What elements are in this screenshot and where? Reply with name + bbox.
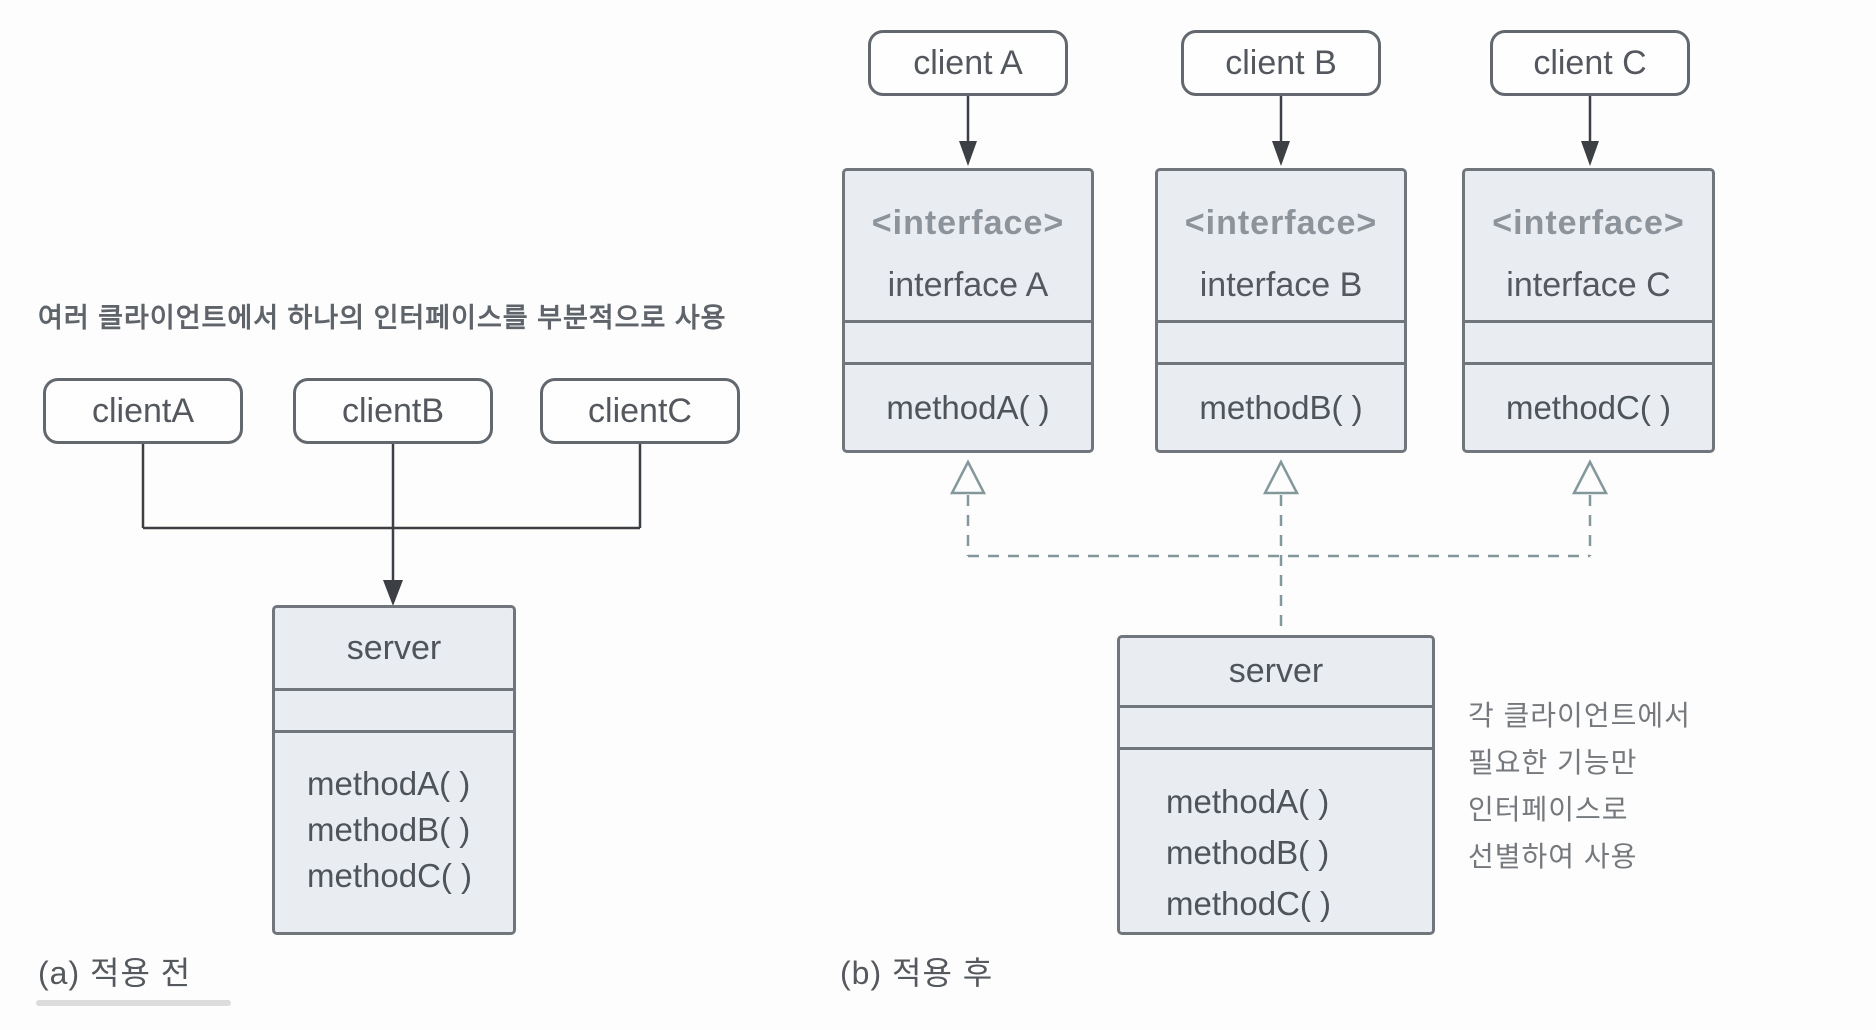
interface-a-name: interface A (887, 266, 1049, 304)
interface-c-class: <interface> interface C methodC( ) (1462, 168, 1715, 453)
server-class-before-name: server (346, 628, 442, 667)
client-c-node-after: client C (1490, 30, 1690, 96)
interface-b-stereotype: <interface> (1184, 204, 1378, 242)
right-arrowhead-icons (959, 141, 1599, 166)
interface-b-methods: methodB( ) (1158, 365, 1404, 450)
client-b-label: clientB (341, 391, 445, 430)
left-arrowhead-icon (383, 580, 403, 606)
right-annotation-line-2: 필요한 기능만 (1468, 747, 1638, 778)
cropped-artifact-line (36, 1000, 231, 1006)
interface-a-stereotype: <interface> (871, 204, 1065, 242)
interface-c-name: interface C (1506, 266, 1671, 304)
left-merge-connector (141, 444, 642, 586)
client-a-label-after: client A (913, 43, 1023, 82)
client-c-label: clientC (588, 391, 692, 430)
method-a-label-after: methodA( ) (1166, 783, 1330, 820)
server-class-after-name: server (1228, 652, 1324, 690)
client-c-node-before: clientC (540, 378, 740, 444)
interface-c-methods: methodC( ) (1465, 365, 1712, 450)
interface-b-header: <interface> interface B (1158, 171, 1404, 323)
server-class-after-header: server (1120, 638, 1432, 708)
dashed-realization-lines (966, 495, 1592, 633)
client-c-label-after: client C (1533, 43, 1647, 82)
client-b-node-after: client B (1181, 30, 1381, 96)
interface-b-class: <interface> interface B methodB( ) (1155, 168, 1407, 453)
left-panel-annotation: 여러 클라이언트에서 하나의 인터페이스를 부분적으로 사용 (38, 303, 727, 333)
method-b-label-after: methodB( ) (1166, 834, 1330, 871)
client-a-label: clientA (91, 391, 195, 430)
right-client-arrows (966, 96, 1592, 144)
interface-a-method-label: methodA( ) (886, 388, 1050, 426)
realization-triangle-icons (949, 459, 1609, 495)
interface-a-attributes (845, 323, 1091, 365)
right-annotation-line-1: 각 클라이언트에서 (1468, 700, 1691, 731)
caption-before: (a) 적용 전 (38, 955, 192, 991)
server-class-after-methods: methodA( ) methodB( ) methodC( ) (1120, 750, 1432, 932)
interface-c-attributes (1465, 323, 1712, 365)
server-class-before-methods: methodA( ) methodB( ) methodC( ) (275, 733, 513, 932)
interface-b-attributes (1158, 323, 1404, 365)
caption-after: (b) 적용 후 (840, 955, 994, 991)
right-panel-annotation: 각 클라이언트에서 필요한 기능만 인터페이스로 선별하여 사용 (1468, 692, 1691, 880)
method-a-label: methodA( ) (307, 765, 471, 802)
client-b-node-before: clientB (293, 378, 493, 444)
server-class-after: server methodA( ) methodB( ) methodC( ) (1117, 635, 1435, 935)
method-c-label: methodC( ) (307, 857, 473, 894)
right-annotation-line-4: 선별하여 사용 (1468, 841, 1638, 872)
right-annotation-line-3: 인터페이스로 (1468, 794, 1629, 825)
server-class-before: server methodA( ) methodB( ) methodC( ) (272, 605, 516, 935)
interface-c-stereotype: <interface> (1492, 204, 1685, 242)
method-c-label-after: methodC( ) (1166, 885, 1332, 922)
client-a-node-after: client A (868, 30, 1068, 96)
server-class-before-header: server (275, 608, 513, 691)
client-a-node-before: clientA (43, 378, 243, 444)
method-b-label: methodB( ) (307, 811, 471, 848)
interface-a-class: <interface> interface A methodA( ) (842, 168, 1094, 453)
server-class-after-attributes (1120, 708, 1432, 750)
interface-b-method-label: methodB( ) (1199, 388, 1363, 426)
interface-c-header: <interface> interface C (1465, 171, 1712, 323)
interface-a-methods: methodA( ) (845, 365, 1091, 450)
client-b-label-after: client B (1225, 43, 1337, 82)
interface-c-method-label: methodC( ) (1505, 388, 1672, 426)
interface-b-name: interface B (1199, 266, 1363, 304)
server-class-before-attributes (275, 691, 513, 733)
interface-a-header: <interface> interface A (845, 171, 1091, 323)
